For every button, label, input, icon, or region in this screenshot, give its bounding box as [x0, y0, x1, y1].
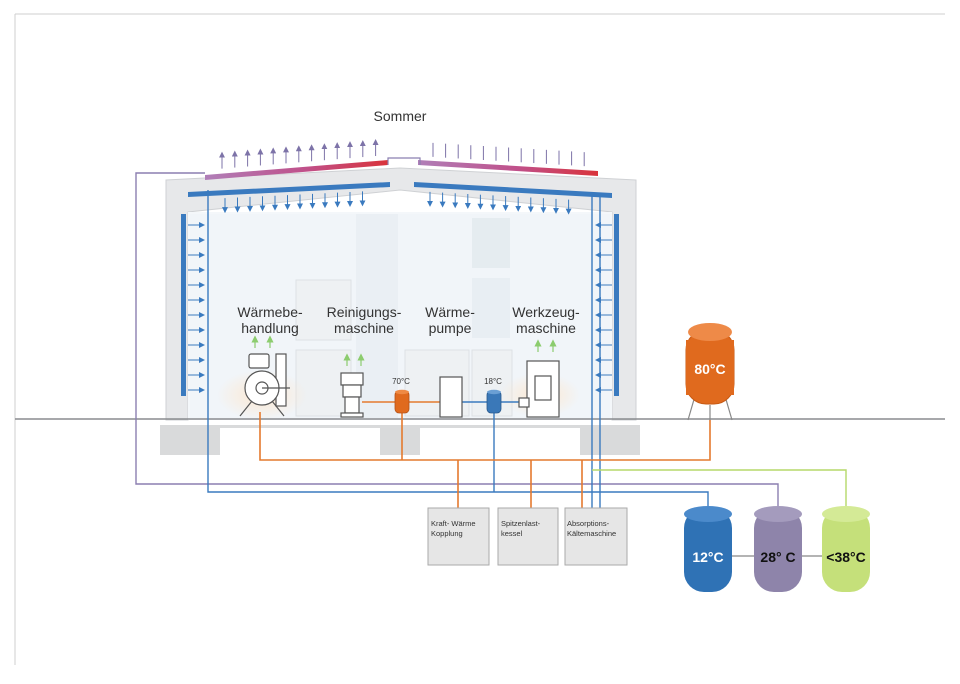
diagram-title: Sommer	[374, 108, 427, 124]
violet-roof-connector	[387, 157, 421, 165]
machine-label-heat-treatment-2: handlung	[241, 320, 299, 336]
plant-box-boiler: Spitzenlast- kessel	[497, 507, 559, 566]
absorption-label-1: Absorptions-	[567, 519, 610, 528]
buffer-tank-18c: 18°C	[484, 377, 502, 414]
ceiling-right-band	[414, 182, 612, 198]
machine-label-cleaning-1: Reinigungs-	[327, 304, 402, 320]
cleaning-machine	[340, 372, 364, 418]
machine-label-cleaning-2: maschine	[334, 320, 394, 336]
machine-label-tool-1: Werkzeug-	[512, 304, 580, 320]
machine-label-heatpump-1: Wärme-	[425, 304, 475, 320]
ceiling-cool-arrows	[222, 191, 572, 215]
cold-tank-12c-label: 12°C	[692, 549, 723, 565]
cold-tank-38c-label: <38°C	[826, 549, 865, 565]
hot-tank-label: 80°C	[694, 361, 725, 377]
violet-pipe	[135, 172, 779, 508]
machine-label-heat-treatment-1: Wärmebe-	[237, 304, 303, 320]
wall-left-band	[181, 214, 186, 396]
orange-pipe-main	[259, 412, 711, 461]
machine-label-heatpump-2: pumpe	[429, 320, 472, 336]
waste-heat-arrows	[251, 335, 557, 366]
plant-box-chp: Kraft- Wärme Kopplung	[427, 507, 490, 566]
absorption-label-2: Kältemaschine	[567, 529, 616, 538]
boiler-label-2: kessel	[501, 529, 523, 538]
buffer-70c-label: 70°C	[392, 377, 410, 386]
cold-tank-28c-label: 28° C	[760, 549, 795, 565]
roof-right-band	[418, 160, 598, 176]
hot-storage-tank: 80°C	[685, 323, 735, 421]
cold-tank-28c: 28° C	[754, 506, 802, 592]
cold-tank-12c: 12°C	[684, 506, 732, 592]
plant-box-absorption-chiller: Absorptions- Kältemaschine	[564, 507, 628, 566]
green-pipe	[592, 469, 847, 508]
buffer-tank-70c: 70°C	[392, 377, 410, 414]
chp-label-1: Kraft- Wärme	[431, 519, 476, 528]
cold-tank-38c: <38°C	[822, 506, 870, 592]
wall-right-band	[614, 214, 619, 396]
heat-treatment-machine	[239, 353, 290, 417]
heat-pump-unit	[439, 376, 463, 418]
tool-machine	[518, 360, 560, 418]
ceiling-left-band	[188, 182, 390, 197]
chp-label-2: Kopplung	[431, 529, 463, 538]
machine-label-tool-2: maschine	[516, 320, 576, 336]
buffer-18c-label: 18°C	[484, 377, 502, 386]
boiler-label-1: Spitzenlast-	[501, 519, 541, 528]
roof-left-band	[205, 160, 388, 180]
roof-heat-arrows	[219, 139, 585, 169]
